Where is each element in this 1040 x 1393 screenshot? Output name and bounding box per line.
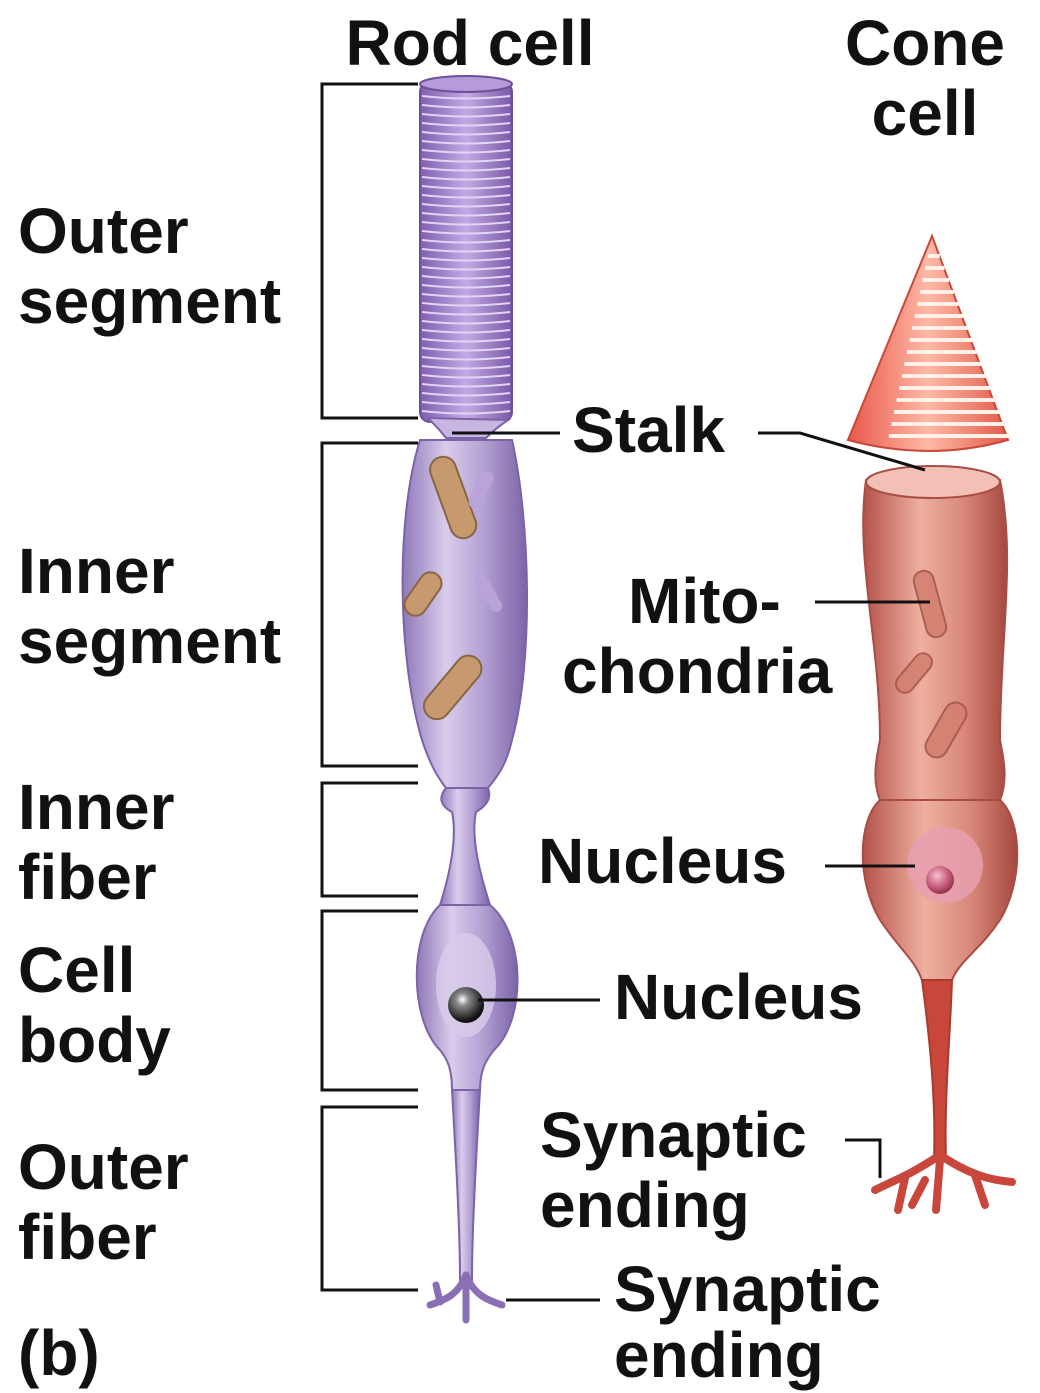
rod-nucleus-label: Nucleus: [614, 962, 863, 1032]
rod-cell: [400, 76, 527, 1320]
cone-fiber: [922, 980, 952, 1160]
cone-cell-heading-line2: cell: [820, 78, 1030, 148]
cell-body-label-1: Cell: [18, 935, 135, 1005]
cone-synaptic-label-1: Synaptic: [540, 1100, 807, 1170]
rod-synaptic-label-1: Synaptic: [614, 1254, 881, 1324]
cone-inner-top: [866, 466, 1000, 498]
bracket-outer-fiber: [322, 1107, 418, 1290]
cone-synaptic-label-2: ending: [540, 1170, 750, 1240]
mitochondria-label-2: chondria: [562, 636, 832, 706]
cone-nucleus-label: Nucleus: [538, 826, 787, 896]
cone-cell: [848, 236, 1017, 1210]
inner-segment-label-1: Inner: [18, 536, 174, 606]
rod-synaptic-label-2: ending: [614, 1320, 824, 1390]
cell-body-label-2: body: [18, 1005, 171, 1075]
rod-synaptic-ending: [430, 1275, 502, 1320]
cone-synaptic-ending: [875, 1155, 1012, 1210]
rod-nucleus: [448, 987, 484, 1023]
outer-fiber-label-2: fiber: [18, 1202, 157, 1272]
rod-stalk: [428, 418, 508, 438]
outer-segment-label-1: Outer: [18, 196, 189, 266]
inner-fiber-label-2: fiber: [18, 842, 157, 912]
cone-nucleus: [926, 866, 954, 894]
inner-fiber-label-1: Inner: [18, 772, 174, 842]
mitochondria-label-1: Mito-: [628, 566, 781, 636]
rod-cell-heading: Rod cell: [320, 8, 620, 78]
bracket-inner-fiber: [322, 783, 418, 896]
inner-segment-label-2: segment: [18, 606, 281, 676]
cone-cell-heading-line1: Cone: [820, 8, 1030, 78]
outer-segment-label-2: segment: [18, 266, 281, 336]
rod-inner-fiber: [440, 788, 490, 905]
panel-label: (b): [18, 1318, 100, 1388]
leader-cone-synaptic: [845, 1140, 880, 1178]
segment-brackets: [322, 84, 418, 1290]
bracket-cell-body: [322, 911, 418, 1090]
stalk-label: Stalk: [572, 395, 725, 465]
rod-outer-fiber: [452, 1090, 480, 1280]
outer-fiber-label-1: Outer: [18, 1132, 189, 1202]
bracket-outer-segment: [322, 84, 418, 418]
